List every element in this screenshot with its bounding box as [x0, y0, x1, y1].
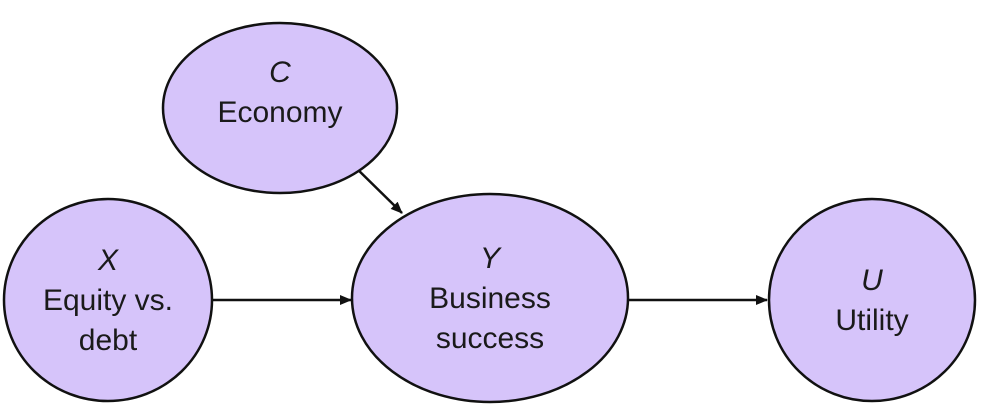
node-symbol: C [269, 56, 291, 89]
node-label-line2: debt [79, 324, 138, 357]
node-symbol: U [861, 264, 883, 297]
node-label-line1: Business [429, 282, 551, 315]
node-label-line1: Equity vs. [43, 284, 173, 317]
node-label: Utility [835, 304, 908, 337]
node-y-business-success: Y Business success [350, 192, 630, 404]
node-symbol: Y [480, 242, 502, 275]
node-label-line2: success [436, 322, 544, 355]
node-c-economy: C Economy [161, 21, 399, 195]
node-u-utility: U Utility [767, 197, 977, 403]
node-label: Economy [217, 96, 342, 129]
node-x-equity-vs-debt: X Equity vs. debt [2, 197, 214, 403]
node-symbol: X [97, 244, 119, 277]
